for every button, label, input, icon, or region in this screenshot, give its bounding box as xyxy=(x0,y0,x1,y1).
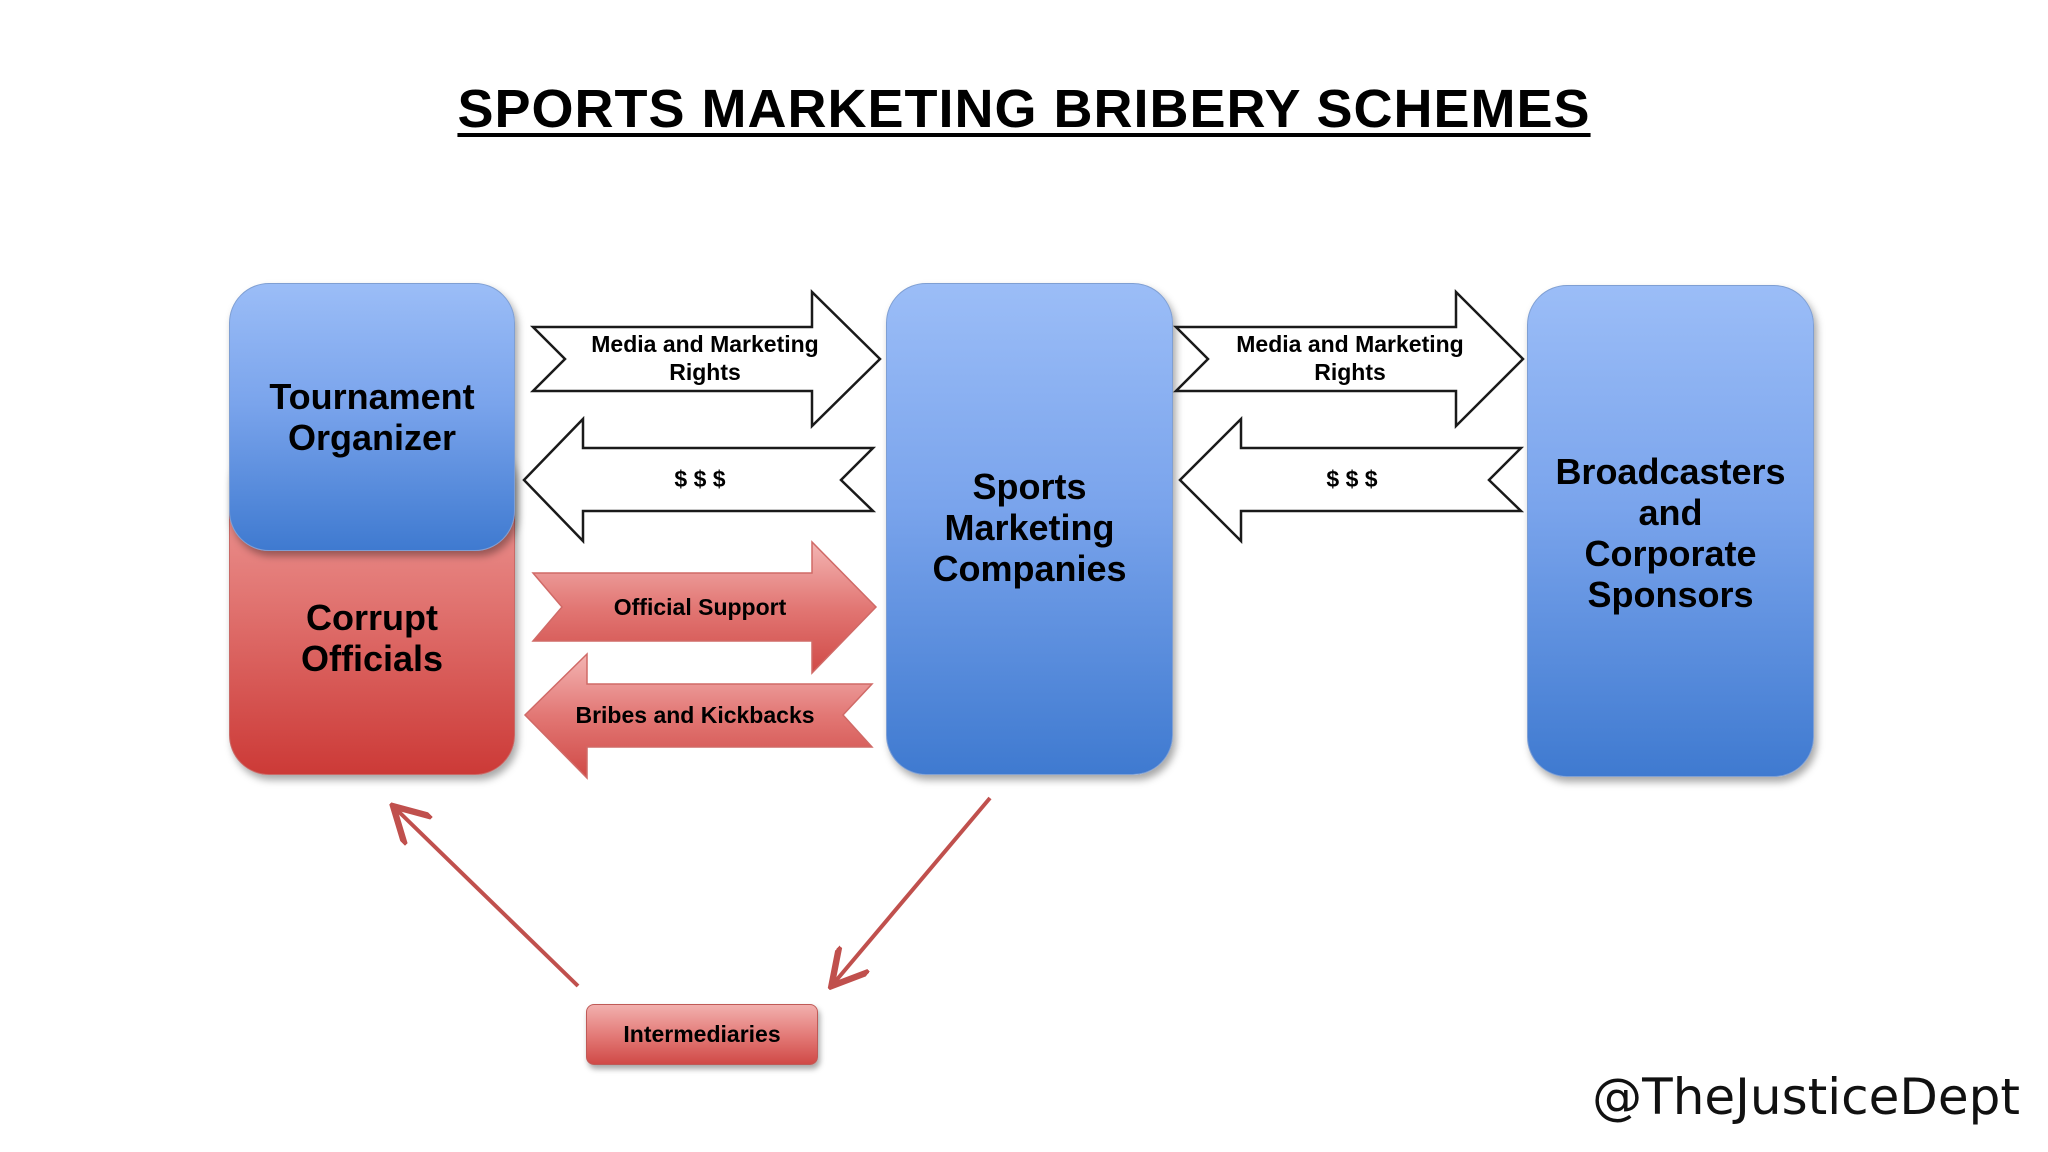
official-support-label: Official Support xyxy=(613,594,787,620)
media-rights-arrow-left xyxy=(529,289,882,429)
bribes-kickbacks-label: Bribes and Kickbacks xyxy=(575,702,815,728)
media-rights-right-label: Media and Marketing Rights xyxy=(1215,330,1485,386)
media-rights-left-label-line2: Rights xyxy=(669,359,741,385)
intermediaries-box: Intermediaries xyxy=(586,1004,818,1065)
diagram-title-text: SPORTS MARKETING BRIBERY SCHEMES xyxy=(457,79,1591,139)
connector-intermediaries-to-officials xyxy=(396,809,580,988)
media-rights-left-label-line1: Media and Marketing xyxy=(591,331,819,357)
tournament-organizer-label: Tournament Organizer xyxy=(269,376,475,458)
media-rights-left-label: Media and Marketing Rights xyxy=(570,330,840,386)
broadcasters-sponsors-label: Broadcasters and Corporate Sponsors xyxy=(1555,451,1786,615)
corrupt-officials-label: Corrupt Officials xyxy=(300,597,444,679)
bribes-kickbacks-arrow xyxy=(523,652,874,780)
tournament-organizer-box: Tournament Organizer xyxy=(229,283,515,551)
money-arrow-left xyxy=(522,415,877,545)
diagram-title: SPORTS MARKETING BRIBERY SCHEMES xyxy=(0,78,2048,140)
sports-marketing-companies-box: Sports Marketing Companies xyxy=(886,283,1173,775)
broadcasters-sponsors-box: Broadcasters and Corporate Sponsors xyxy=(1527,285,1814,777)
sports-marketing-companies-label: Sports Marketing Companies xyxy=(932,466,1127,589)
money-left-label: $ $ $ xyxy=(674,466,726,492)
connector-marketing-to-intermediaries xyxy=(834,796,992,983)
media-rights-arrow-right xyxy=(1172,288,1525,430)
media-rights-right-label-line1: Media and Marketing xyxy=(1236,331,1464,357)
twitter-handle: @TheJusticeDept xyxy=(1592,1068,2020,1126)
money-arrow-right xyxy=(1178,415,1525,545)
media-rights-right-label-line2: Rights xyxy=(1314,359,1386,385)
money-right-label: $ $ $ xyxy=(1326,466,1378,492)
official-support-arrow xyxy=(531,540,878,675)
intermediaries-label: Intermediaries xyxy=(623,1021,781,1047)
